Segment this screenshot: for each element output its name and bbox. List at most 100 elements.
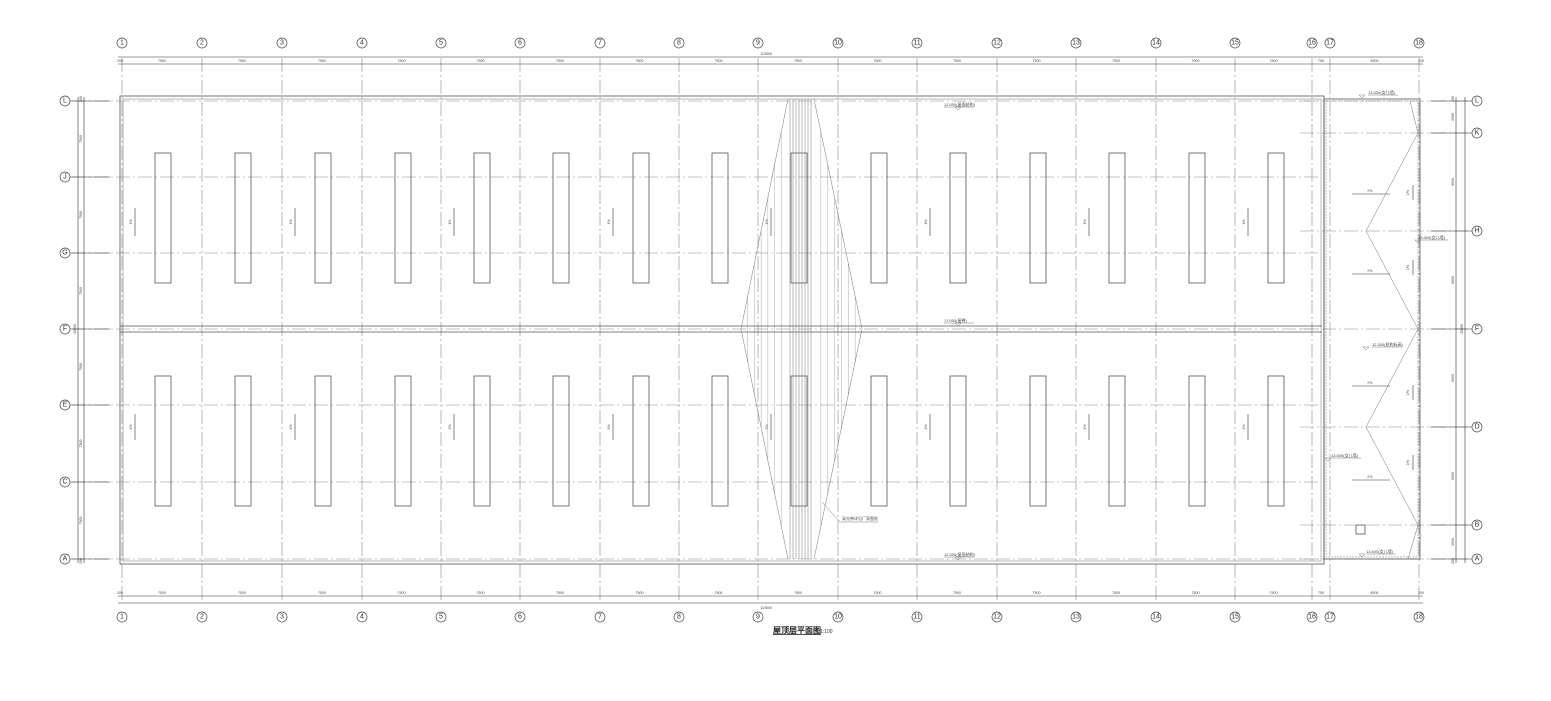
column-axis-label: 16: [1308, 40, 1316, 47]
dimension-value: 7500: [1270, 59, 1278, 63]
column-axis-label: 15: [1231, 614, 1239, 621]
column-axis-label: 16: [1308, 614, 1316, 621]
row-axis-label: A: [63, 556, 68, 563]
elevation-marker: [1358, 94, 1366, 99]
dimension-value: 200: [1451, 96, 1455, 102]
column-axis-label: 9: [756, 614, 760, 621]
axis-bubble: [276, 37, 288, 49]
dimension-value: 8900: [1371, 591, 1379, 595]
axis-bubble: [673, 37, 685, 49]
drawing-title: 屋顶层平面图: [773, 625, 821, 635]
roof-outline: [119, 95, 1325, 565]
column-axis-label: 17: [1326, 614, 1334, 621]
skylight: [1029, 152, 1047, 284]
row-axis-label: L: [1475, 98, 1479, 105]
axis-bubble: [514, 37, 526, 49]
dimension-value: 7500: [794, 591, 802, 595]
skylight: [1108, 152, 1126, 284]
dimension-value: 200: [1418, 59, 1424, 63]
slope-label: 2%: [1367, 189, 1373, 193]
skylight: [234, 152, 252, 284]
dimension-value: 7500: [318, 59, 326, 63]
column-axis-label: 17: [1326, 40, 1334, 47]
column-axis-label: 13: [1072, 40, 1080, 47]
dimension-value: 7500: [477, 59, 485, 63]
elevation-label: 12.000(屋面结构): [944, 551, 976, 557]
elevation-label: 13.500(女儿墙): [1368, 89, 1396, 95]
skylight: [632, 152, 650, 284]
column-axis-label: 14: [1152, 614, 1160, 621]
slope-label: 1%: [289, 424, 293, 430]
dimension-value: 200: [79, 558, 83, 564]
dimension-value: 7500: [79, 363, 83, 371]
dimension-value: 7500: [79, 517, 83, 525]
slope-label: 1%: [129, 424, 133, 430]
dimension-value: 7500: [636, 59, 644, 63]
dimension-value: 7500: [874, 59, 882, 63]
dimension-value: 7500: [158, 59, 166, 63]
slope-label: 1%: [765, 424, 769, 430]
column-axis-label: 7: [598, 614, 602, 621]
column-axis-label: 5: [439, 614, 443, 621]
roof-hatch: [1355, 524, 1366, 535]
column-axis-label: 10: [834, 614, 842, 621]
axis-bubble: [1070, 37, 1082, 49]
slope-label: 1%: [924, 219, 928, 225]
skylight: [1188, 375, 1206, 507]
column-axis-label: 7: [598, 40, 602, 47]
skylight: [394, 152, 412, 284]
row-axis-label: F: [1475, 326, 1479, 333]
axis-bubble: [911, 611, 923, 623]
row-axis-label: K: [1475, 130, 1480, 137]
row-axis-label: E: [63, 402, 68, 409]
skylight: [870, 152, 888, 284]
column-axis-label: 14: [1152, 40, 1160, 47]
axis-bubble: [1324, 37, 1336, 49]
skylight: [1188, 152, 1206, 284]
column-axis-label: 12: [993, 40, 1001, 47]
skylight: [552, 152, 570, 284]
skylight: [711, 152, 729, 284]
skylight: [1267, 375, 1285, 507]
column-axis-label: 15: [1231, 40, 1239, 47]
dimension-value: 7500: [874, 591, 882, 595]
axis-bubble: [356, 611, 368, 623]
axis-bubble: [1306, 37, 1318, 49]
skylight: [1267, 152, 1285, 284]
skylight: [473, 375, 491, 507]
dimension-value: 7500: [1192, 59, 1200, 63]
slope-label: 2%: [1367, 269, 1373, 273]
elevation-marker: [1414, 239, 1422, 244]
axis-bubble: [196, 37, 208, 49]
dimension-value: 7500: [318, 591, 326, 595]
dimension-value: 7500: [398, 59, 406, 63]
dimension-value: 9000: [1451, 472, 1455, 480]
slope-label: 2%: [1367, 475, 1373, 479]
column-axis-label: 1: [120, 40, 124, 47]
skylight: [711, 375, 729, 507]
slope-label: 1%: [1242, 219, 1246, 225]
dimension-value: 7500: [238, 59, 246, 63]
axis-bubble: [116, 611, 128, 623]
dimension-value: 7500: [636, 591, 644, 595]
axis-bubble: [435, 611, 447, 623]
dimension-value: 7500: [79, 211, 83, 219]
slope-label: 2%: [1367, 381, 1373, 385]
column-axis-label: 9: [756, 40, 760, 47]
annex-roof-outline: [1323, 98, 1421, 560]
column-axis-label: 2: [200, 40, 204, 47]
dimension-value: 9000: [1451, 374, 1455, 382]
row-axis-label: L: [63, 98, 67, 105]
slope-label: 1%: [1406, 459, 1410, 465]
slope-label: 1%: [765, 219, 769, 225]
skylight: [632, 375, 650, 507]
elevation-label: 12.000(屋面结构): [944, 101, 976, 107]
axis-bubble: [276, 611, 288, 623]
elevation-marker: [954, 106, 962, 111]
column-axis-label: 6: [518, 40, 522, 47]
dimension-value: 7500: [556, 591, 564, 595]
dimension-value: 7500: [715, 59, 723, 63]
dimension-value: 750: [1318, 59, 1324, 63]
axis-bubble: [991, 611, 1003, 623]
